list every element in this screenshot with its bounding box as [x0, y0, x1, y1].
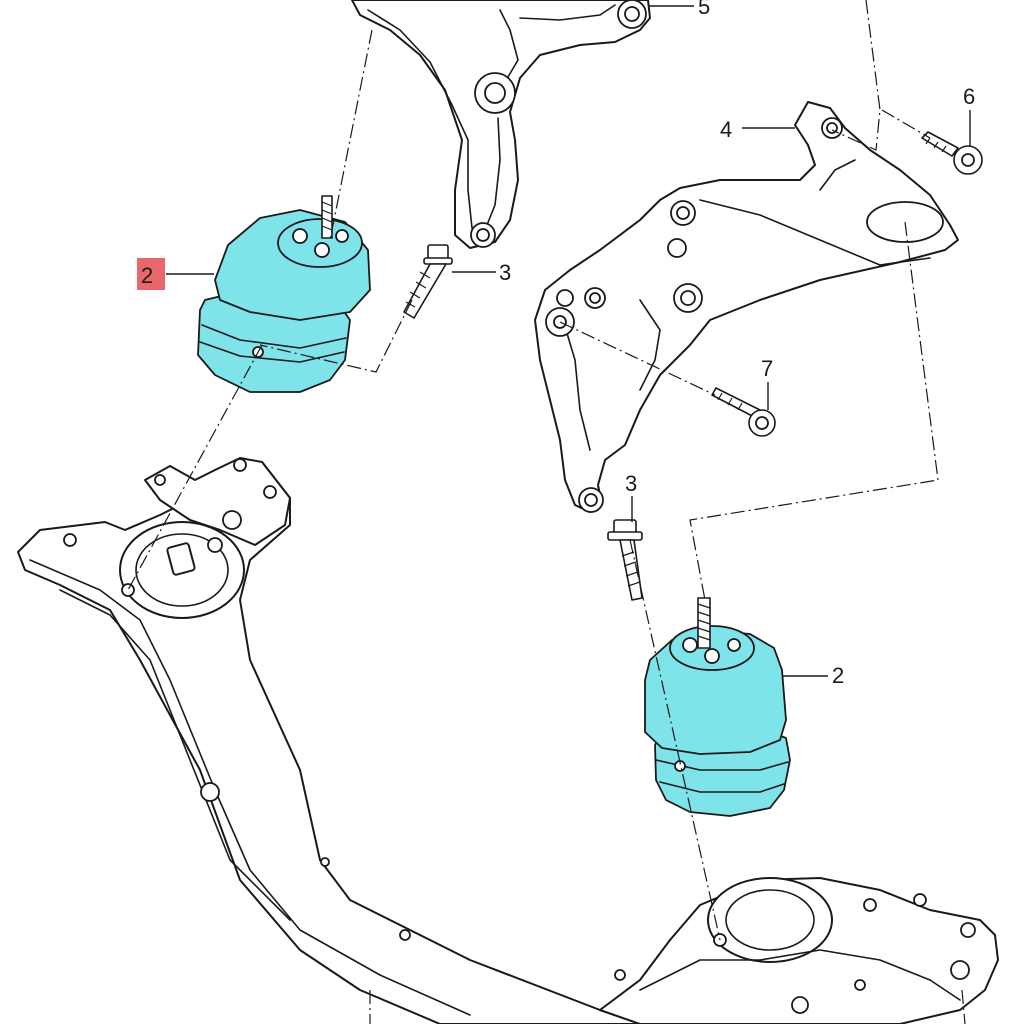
callout-bolt-upper: 3: [499, 260, 511, 285]
engine-mount-left: [197, 195, 371, 393]
engine-mount-right: [644, 597, 791, 817]
callout-bracket-upper: 5: [698, 0, 710, 19]
assembly-lines: [127, 0, 966, 1024]
callout-bolt-lower: 3: [625, 471, 637, 496]
right-engine-bracket: [534, 101, 959, 513]
bolt-bracket-upper: [921, 131, 983, 175]
bolt-upper: [403, 244, 453, 319]
subframe: [17, 457, 999, 1024]
callout-mount-left: 2: [141, 263, 153, 288]
callout-mount-left-highlight: [137, 258, 165, 290]
callout-mount-right: 2: [832, 663, 844, 688]
upper-engine-bracket: [351, 0, 651, 249]
callout-bolt-bracket-upper: 6: [963, 84, 975, 109]
bolt-bracket-lower: [711, 387, 776, 437]
callouts: 2 2 3 3 4 5 6 7: [137, 0, 975, 688]
callout-bolt-bracket-lower: 7: [761, 356, 773, 381]
bolt-lower: [607, 519, 643, 601]
callout-bracket-right: 4: [720, 117, 732, 142]
mount-right-top: [669, 625, 755, 671]
